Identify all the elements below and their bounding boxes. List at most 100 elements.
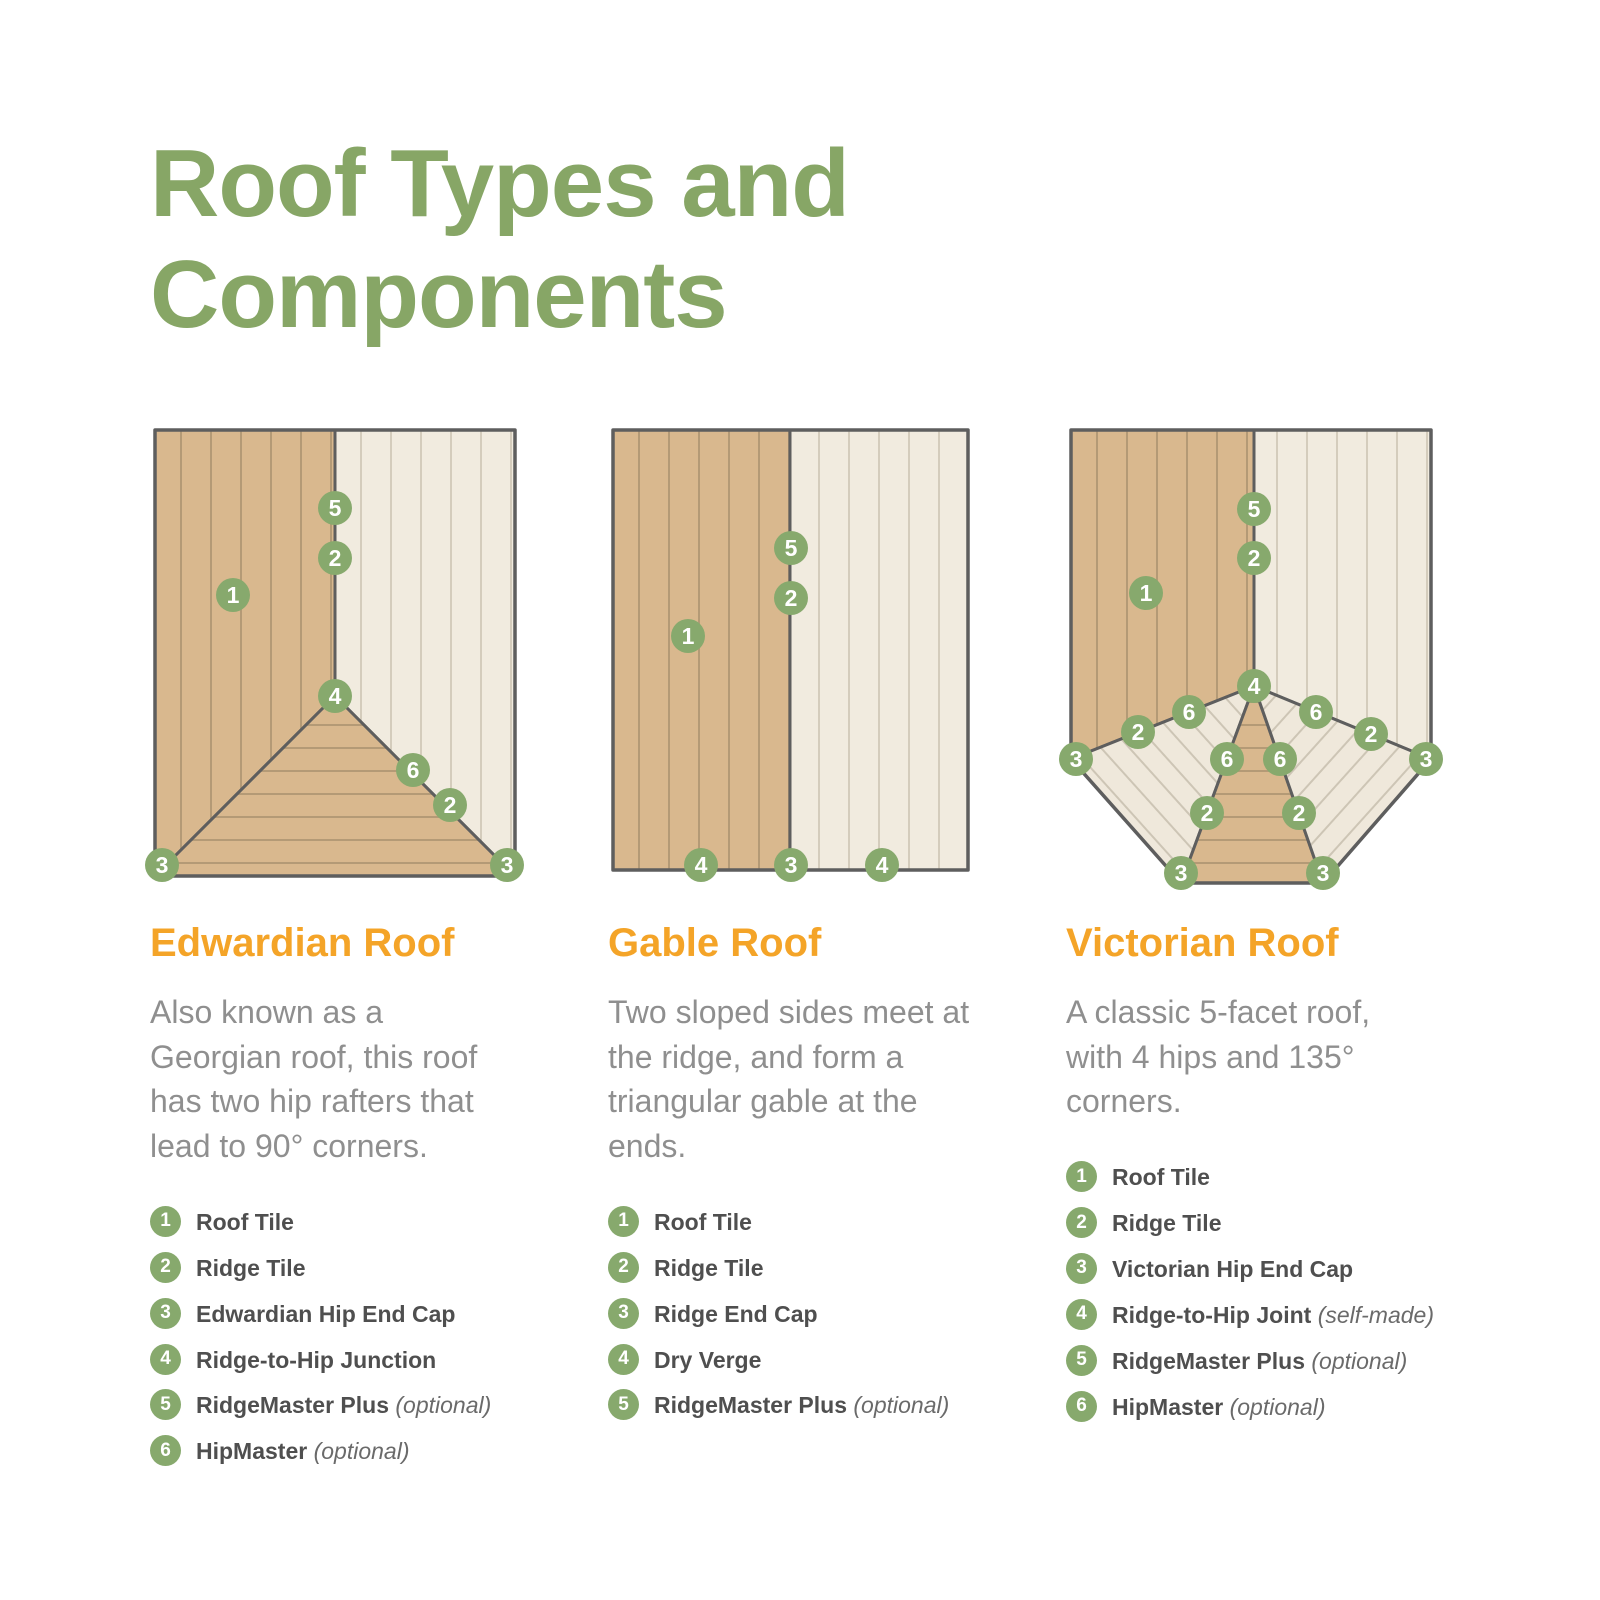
diagram-marker-number: 3 — [501, 852, 514, 878]
diagram-marker-3 — [774, 847, 808, 882]
legend-text: Ridge Tile — [654, 1251, 764, 1284]
legend-text: Roof Tile — [1112, 1160, 1210, 1193]
legend-text: Ridge-to-Hip Junction — [196, 1343, 436, 1376]
legend-number-badge: 2 — [608, 1251, 639, 1283]
diagram-marker-number: 2 — [785, 585, 798, 611]
victorian-roof-title: Victorian Roof — [1066, 920, 1339, 965]
legend-number-badge: 1 — [150, 1205, 181, 1237]
diagram-marker-number: 1 — [1140, 580, 1153, 606]
diagram-marker-6 — [1172, 694, 1206, 729]
legend-number-badge: 6 — [1066, 1390, 1097, 1422]
diagram-marker-number: 4 — [695, 852, 708, 878]
legend-note: (optional) — [1311, 1347, 1408, 1374]
legend-note: (self-made) — [1317, 1301, 1434, 1328]
diagram-marker-number: 2 — [1293, 800, 1306, 826]
diagram-marker-number: 3 — [1317, 860, 1330, 886]
diagram-marker-4 — [684, 847, 718, 882]
legend-label: Roof Tile — [654, 1208, 752, 1235]
legend-text: Ridge Tile — [1112, 1206, 1222, 1239]
diagram-marker-number: 6 — [1183, 699, 1196, 725]
legend-number-badge: 5 — [1066, 1344, 1097, 1376]
diagram-marker-number: 5 — [785, 535, 798, 561]
diagram-marker-2 — [1282, 795, 1316, 830]
legend-item: 3 Ridge End Cap — [608, 1297, 978, 1330]
diagram-marker-number: 2 — [1365, 721, 1378, 747]
diagram-marker-number: 4 — [876, 852, 889, 878]
legend-number-badge: 5 — [608, 1389, 639, 1421]
diagram-marker-number: 5 — [329, 495, 342, 521]
diagram-marker-number: 3 — [1175, 860, 1188, 886]
legend-text: HipMaster (optional) — [1112, 1390, 1325, 1423]
diagram-marker-number: 1 — [682, 623, 695, 649]
diagram-marker-4 — [318, 678, 352, 713]
legend-label: Ridge Tile — [654, 1254, 764, 1281]
diagram-marker-6 — [1299, 694, 1333, 729]
legend-item: 1 Roof Tile — [150, 1205, 520, 1238]
legend-number-badge: 2 — [1066, 1207, 1097, 1238]
legend-number-badge: 1 — [608, 1205, 639, 1237]
legend-text: RidgeMaster Plus (optional) — [1112, 1344, 1407, 1377]
diagram-marker-2 — [1190, 795, 1224, 830]
gable-legend: 1 Roof Tile 2 Ridge Tile 3 Ridge End Cap — [608, 1205, 978, 1421]
legend-number-badge: 4 — [608, 1343, 639, 1375]
legend-item: 3 Edwardian Hip End Cap — [150, 1297, 520, 1330]
legend-text: RidgeMaster Plus (optional) — [654, 1388, 949, 1421]
legend-label: Roof Tile — [196, 1208, 294, 1235]
legend-item: 4 Ridge-to-Hip Joint (self-made) — [1066, 1298, 1436, 1331]
legend-text: Roof Tile — [196, 1205, 294, 1238]
legend-number-badge: 4 — [1066, 1298, 1097, 1330]
legend-label: Edwardian Hip End Cap — [196, 1300, 456, 1327]
legend-item: 5 RidgeMaster Plus (optional) — [150, 1388, 520, 1421]
legend-text: Victorian Hip End Cap — [1112, 1252, 1353, 1285]
legend-note: (optional) — [313, 1438, 410, 1465]
diagram-marker-3 — [145, 847, 179, 882]
legend-label: Ridge-to-Hip Joint — [1112, 1301, 1312, 1328]
diagram-marker-number: 2 — [329, 545, 342, 571]
legend-number-badge: 1 — [1066, 1161, 1097, 1193]
legend-note: (optional) — [853, 1392, 950, 1419]
gable-right-plane — [788, 428, 970, 872]
diagram-marker-5 — [318, 490, 352, 525]
diagram-marker-number: 6 — [1274, 746, 1287, 772]
gable-left-plane — [611, 428, 792, 872]
legend-text: Ridge-to-Hip Joint (self-made) — [1112, 1298, 1434, 1331]
legend-label: HipMaster — [196, 1438, 308, 1465]
legend-item: 1 Roof Tile — [608, 1205, 978, 1238]
legend-item: 4 Ridge-to-Hip Junction — [150, 1343, 520, 1376]
edwardian-roof-description: Also known as a Georgian roof, this roof… — [150, 993, 478, 1165]
legend-number-badge: 3 — [608, 1297, 639, 1329]
legend-item: 2 Ridge Tile — [1066, 1206, 1436, 1239]
page-title: Roof Types and Components — [150, 130, 850, 349]
diagram-marker-2 — [1354, 716, 1388, 751]
legend-label: Dry Verge — [654, 1346, 762, 1373]
legend-text: Ridge End Cap — [654, 1297, 818, 1330]
legend-number-badge: 5 — [150, 1389, 181, 1421]
diagram-marker-1 — [216, 577, 250, 612]
diagram-marker-number: 2 — [1248, 545, 1261, 571]
diagram-marker-number: 4 — [1248, 673, 1261, 699]
legend-item: 4 Dry Verge — [608, 1343, 978, 1376]
legend-label: RidgeMaster Plus — [196, 1392, 389, 1419]
legend-note: (optional) — [395, 1392, 492, 1419]
legend-text: Ridge Tile — [196, 1251, 306, 1284]
diagram-marker-3 — [1306, 855, 1340, 890]
legend-label: Ridge End Cap — [654, 1300, 818, 1327]
diagram-marker-number: 2 — [444, 792, 457, 818]
legend-item: 6 HipMaster (optional) — [1066, 1390, 1436, 1423]
diagram-marker-4 — [1237, 668, 1271, 703]
diagram-marker-number: 3 — [785, 852, 798, 878]
legend-label: RidgeMaster Plus — [1112, 1347, 1305, 1374]
legend-text: HipMaster (optional) — [196, 1434, 409, 1467]
legend-number-badge: 2 — [150, 1251, 181, 1283]
edwardian-legend: 1 Roof Tile 2 Ridge Tile 3 Edwardian Hip… — [150, 1205, 520, 1467]
legend-item: 1 Roof Tile — [1066, 1160, 1436, 1193]
diagram-marker-number: 2 — [1201, 800, 1214, 826]
gable-roof-diagram: 5 2 1 4 3 4 — [608, 425, 978, 903]
